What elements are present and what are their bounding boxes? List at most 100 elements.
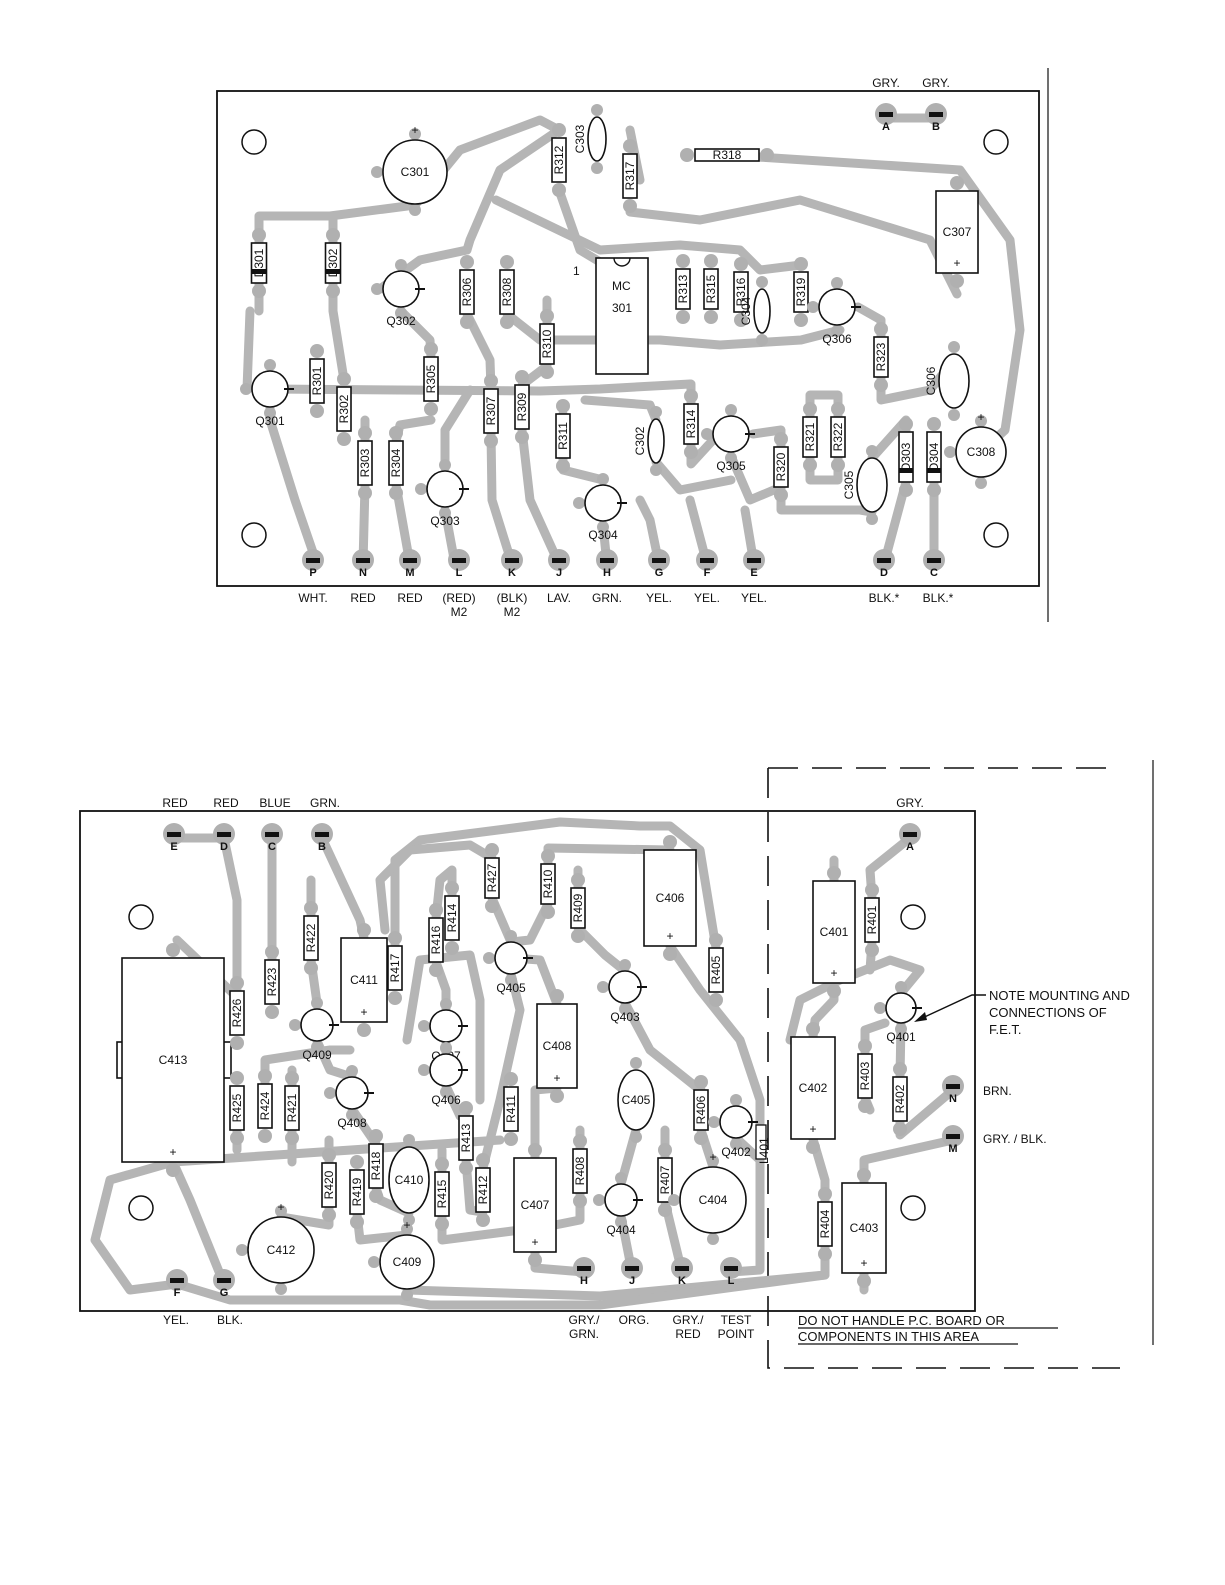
wire-color-label: (RED) [442,591,475,605]
component-body [458,1115,474,1161]
solder-pad [350,1215,364,1229]
polarity-mark: + [277,1200,284,1214]
component-label: Q301 [255,414,285,428]
solder-pad [418,1020,430,1032]
component-c405: C405 [617,1057,655,1143]
component-body [802,416,818,458]
terminal-letter: A [906,841,914,853]
component-body [303,915,319,961]
component-d301: D301 [250,228,268,298]
component-label: C407 [521,1198,550,1212]
solder-pad [725,404,737,416]
terminal-pad-m: M [399,549,421,579]
component-label: R414 [445,903,459,932]
solder-pad [668,1194,680,1206]
warning-line-1: DO NOT HANDLE P.C. BOARD OR [798,1313,1005,1328]
solder-pad [265,1005,279,1019]
solder-pad [663,947,677,961]
component-body [708,947,724,993]
terminal-pad-p: P [302,549,324,579]
wire-color-label: GRY. [896,796,924,810]
component-body [864,897,880,943]
solder-pad [694,1131,708,1145]
component-body [340,937,388,1023]
solder-pad [415,483,427,495]
solder-pad [818,1187,832,1201]
wire-color-label: RED [350,591,376,605]
inductor-label: L401 [757,1137,771,1164]
solder-pad [707,1233,719,1245]
component-r409: R409 [570,873,586,943]
solder-pad [658,1203,672,1217]
solder-pad [818,1247,832,1261]
component-q402: Q402 [708,1094,758,1159]
solder-pad [311,997,323,1009]
inductor-l401: L401 [755,1124,771,1164]
solder-pad [948,409,960,421]
component-body [675,268,691,310]
terminal-letter: K [678,1275,686,1287]
wire-color-label: BLK.* [923,591,954,605]
terminal-slot [452,558,466,563]
component-label: C409 [393,1255,422,1269]
solder-pad [258,1069,272,1083]
terminal-letter: H [580,1275,588,1287]
terminal-pad-h: H [573,1257,595,1287]
component-r319: R319 [793,257,809,327]
component-body [309,358,325,404]
terminal-letter: P [309,567,316,579]
solder-pad [395,259,407,271]
component-body [703,268,719,310]
component-label: C405 [622,1093,651,1107]
solder-pad [337,432,351,446]
component-body [856,457,888,513]
terminal-pad-e: E [163,823,185,853]
polarity-mark: + [809,1122,816,1136]
component-c408: C408+ [536,989,578,1103]
solder-pad [552,123,566,137]
solder-pad [304,961,318,975]
component-body [570,887,586,929]
component-q409: Q409 [289,997,339,1062]
component-body [321,1162,337,1208]
solder-pad [236,1244,248,1256]
terminal-slot [747,558,761,563]
solder-pad [975,415,987,427]
terminal-pad-j: J [621,1257,643,1287]
solder-pad [593,1194,605,1206]
component-label: R423 [265,967,279,996]
component-r419: R419 [349,1155,365,1229]
component-body [483,388,499,434]
component-r417: R417 [387,931,403,1005]
solder-pad [389,486,403,500]
solder-pad [893,1062,907,1076]
component-body [773,446,789,488]
note-leader-line [917,994,986,1021]
component-body [622,153,638,199]
component-label: C403 [850,1221,879,1235]
solder-pad [483,952,495,964]
solder-pad [371,283,383,295]
solder-pad [858,1039,872,1053]
terminal-pad-n: N [942,1075,964,1105]
solder-pad [730,1138,742,1150]
solder-pad [439,459,451,471]
component-body [514,384,530,430]
component-body [817,1201,833,1247]
wire-color-label: POINT [718,1327,755,1341]
mount-hole [983,129,1009,155]
component-r323: R323 [873,322,889,392]
terminal-slot [577,1266,591,1271]
component-r405: R405 [708,933,724,1007]
component-label: R313 [676,274,690,303]
terminal-slot [356,558,370,563]
component-label: R409 [571,893,585,922]
component-label: R307 [484,396,498,425]
component-body [379,1234,435,1290]
solder-pad [550,989,564,1003]
solder-pad [858,1099,872,1113]
component-body [368,1143,384,1189]
solder-pad [258,1129,272,1143]
